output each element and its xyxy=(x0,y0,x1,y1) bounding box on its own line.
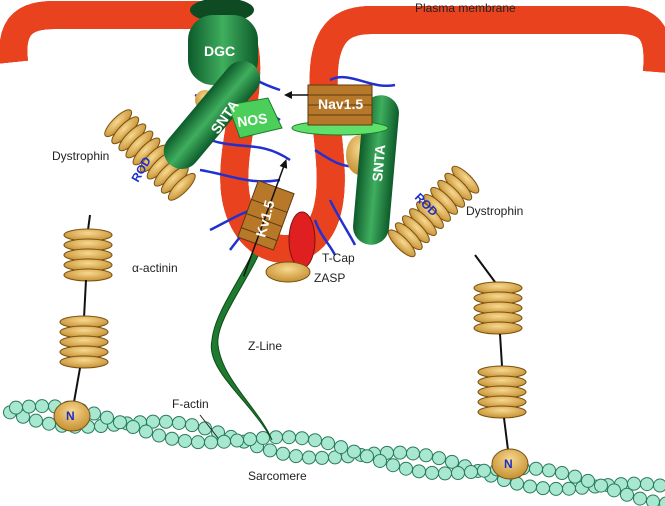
f-actin-filament xyxy=(3,399,665,506)
dystrophin-right xyxy=(387,165,529,480)
actin-bead xyxy=(373,453,387,468)
actin-bead xyxy=(549,481,563,496)
actin-bead xyxy=(113,415,127,430)
actin-bead xyxy=(659,496,665,506)
actin-bead xyxy=(445,454,459,469)
label-dystrophin-left: Dystrophin xyxy=(52,149,109,163)
actin-bead xyxy=(198,421,212,436)
actin-bead xyxy=(165,431,179,446)
actin-bead xyxy=(204,435,218,450)
label-n-right: N xyxy=(504,457,513,471)
label-n-left: N xyxy=(66,409,75,423)
snta-left xyxy=(163,60,261,170)
label-alpha-actinin: α-actinin xyxy=(132,261,178,275)
actin-bead xyxy=(523,479,537,494)
actin-bead xyxy=(633,491,647,506)
actin-bead xyxy=(536,481,550,496)
actin-bead xyxy=(289,449,303,464)
actin-bead xyxy=(178,433,192,448)
actin-bead xyxy=(159,414,173,429)
actin-bead xyxy=(477,463,491,478)
actin-bead xyxy=(263,443,277,458)
actin-bead xyxy=(276,446,290,461)
actin-bead xyxy=(172,415,186,430)
actin-bead xyxy=(646,494,660,506)
actin-bead xyxy=(302,450,316,465)
actin-bead xyxy=(555,466,569,481)
actin-bead xyxy=(386,458,400,473)
zasp-protein xyxy=(265,261,311,283)
actin-bead xyxy=(542,463,556,478)
nav15-channel xyxy=(284,84,389,136)
actin-bead xyxy=(191,435,205,450)
kv15-channel xyxy=(237,158,295,277)
label-sarcomere: Sarcomere xyxy=(248,469,307,483)
label-nos: NOS xyxy=(236,110,268,130)
actin-bead xyxy=(100,410,114,425)
actin-bead xyxy=(419,448,433,463)
actin-bead xyxy=(321,436,335,451)
actin-bead xyxy=(412,464,426,479)
label-f-actin: F-actin xyxy=(172,397,209,411)
actin-bead xyxy=(217,434,231,449)
actin-bead xyxy=(581,473,595,488)
tcap-protein xyxy=(288,211,316,269)
actin-bead xyxy=(126,420,140,435)
actin-bead xyxy=(282,430,296,445)
actin-bead xyxy=(393,445,407,460)
z-line xyxy=(210,239,273,441)
nos-protein xyxy=(227,97,283,139)
actin-bead xyxy=(399,461,413,476)
actin-bead xyxy=(185,418,199,433)
actin-bead xyxy=(308,433,322,448)
actin-bead xyxy=(29,413,43,428)
actin-bead xyxy=(640,477,654,492)
actin-bead xyxy=(529,461,543,476)
dystrophin-left xyxy=(53,109,196,432)
actin-bead xyxy=(438,466,452,481)
label-zasp: ZASP xyxy=(314,271,345,285)
f-actin-pointer xyxy=(199,414,219,439)
actin-bead xyxy=(315,450,329,465)
label-z-line: Z-Line xyxy=(248,339,282,353)
actin-bead xyxy=(152,428,166,443)
actin-bead xyxy=(295,431,309,446)
actin-bead xyxy=(432,451,446,466)
actin-bead xyxy=(562,481,576,496)
actin-bead xyxy=(607,483,621,498)
actin-bead xyxy=(269,430,283,445)
label-dgc: DGC xyxy=(204,43,235,59)
actin-bead xyxy=(9,400,23,415)
actin-bead xyxy=(451,466,465,481)
label-nav15: Nav1.5 xyxy=(318,96,363,112)
label-snta-right: SNTA xyxy=(369,144,388,182)
label-tcap: T-Cap xyxy=(322,251,355,265)
actin-bead xyxy=(594,478,608,493)
actin-bead xyxy=(22,399,36,414)
actin-bead xyxy=(406,446,420,461)
actin-bead xyxy=(230,433,244,448)
actin-bead xyxy=(425,465,439,480)
actin-bead xyxy=(139,424,153,439)
actin-bead xyxy=(42,416,56,431)
actin-bead xyxy=(35,399,49,414)
actin-bead xyxy=(243,432,257,447)
label-dystrophin-right: Dystrophin xyxy=(466,204,523,218)
label-plasma-membrane: Plasma membrane xyxy=(415,1,516,15)
actin-bead xyxy=(334,440,348,455)
actin-bead xyxy=(360,449,374,464)
actin-bead xyxy=(620,487,634,502)
actin-bead xyxy=(464,465,478,480)
actin-bead xyxy=(653,478,665,493)
actin-bead xyxy=(568,469,582,484)
actin-bead xyxy=(347,444,361,459)
